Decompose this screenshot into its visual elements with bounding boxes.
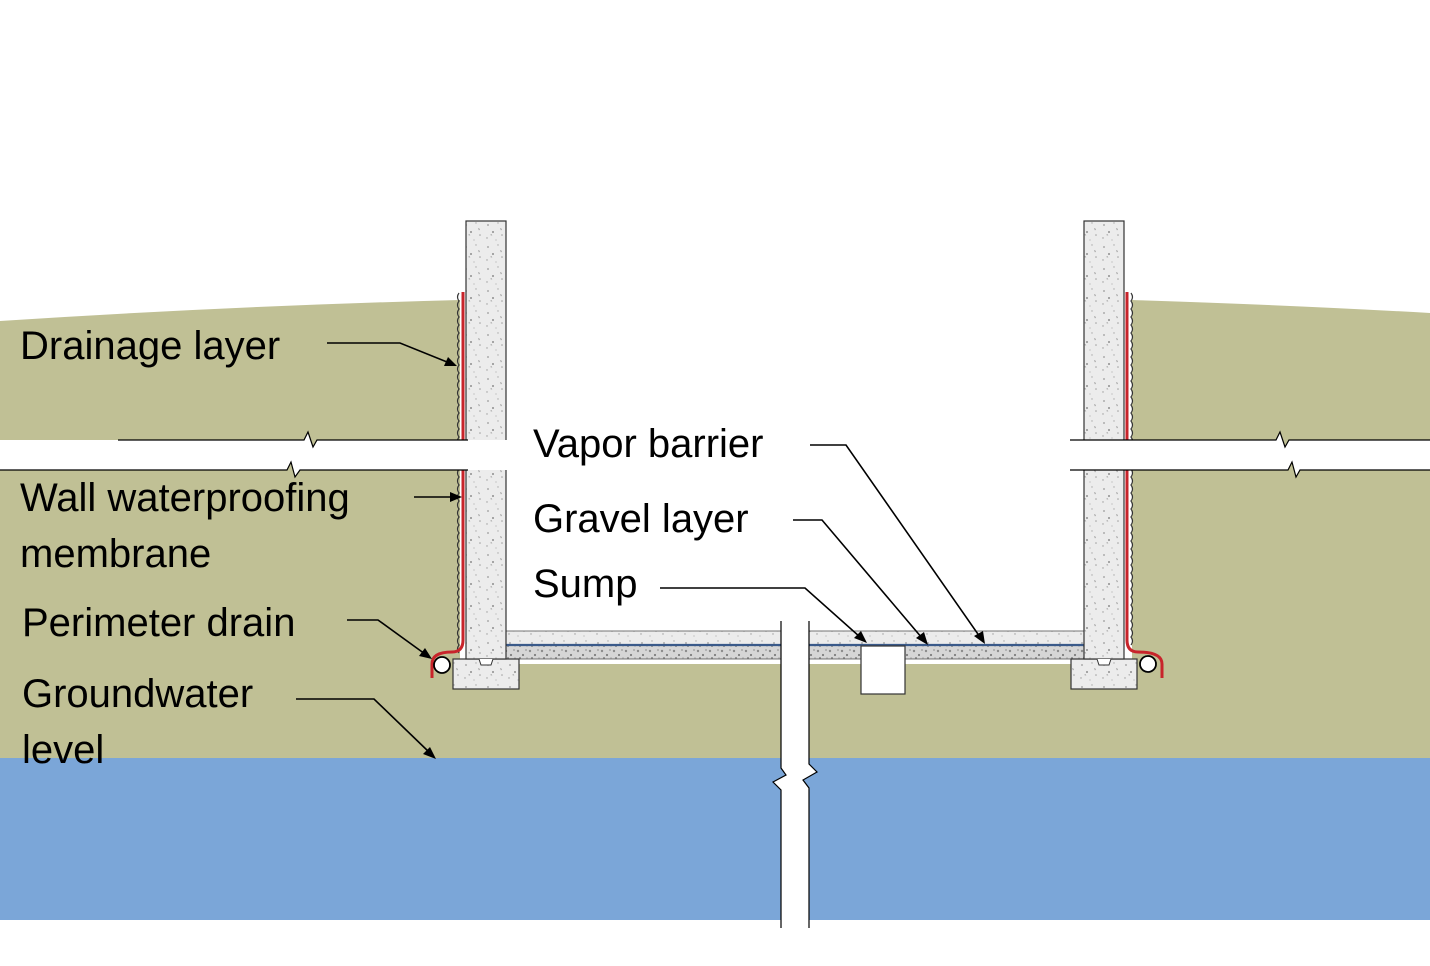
- leader-perimeter-drain: [347, 619, 432, 659]
- label-sump: Sump: [533, 562, 638, 606]
- sump-pit: [860, 645, 906, 695]
- vertical-break-band: [773, 621, 817, 928]
- left-waterproofing-membrane: [430, 292, 465, 678]
- label-vapor-barrier: Vapor barrier: [533, 422, 763, 466]
- right-break-band: [1070, 432, 1430, 477]
- right-break-line-top: [1070, 430, 1430, 449]
- label-groundwater-line1: Groundwater: [22, 672, 253, 716]
- vertical-break-line-right: [802, 621, 818, 928]
- right-waterproofing-membrane: [1125, 292, 1164, 678]
- vertical-break-line-left: [772, 621, 787, 928]
- right-wall-keyway: [1096, 658, 1112, 666]
- leader-gravel-layer: [793, 519, 928, 645]
- label-groundwater-line2: level: [22, 728, 104, 772]
- soil: [0, 300, 1430, 760]
- left-break-line-top: [118, 430, 468, 449]
- left-break-band: [0, 432, 520, 477]
- leader-drainage-layer: [327, 342, 457, 366]
- label-perimeter-drain: Perimeter drain: [22, 601, 295, 645]
- leader-groundwater-level: [296, 698, 436, 759]
- label-drainage-layer: Drainage layer: [20, 324, 280, 368]
- right-perimeter-drain-pipe: [1139, 655, 1157, 673]
- left-drainage-layer: [456, 292, 460, 654]
- right-break-line-bottom: [1070, 460, 1430, 479]
- leader-vapor-barrier: [810, 444, 985, 644]
- label-gravel-layer: Gravel layer: [533, 497, 749, 541]
- left-break-line-bottom: [0, 460, 468, 479]
- left-wall-keyway: [478, 658, 494, 666]
- leader-wall-waterproofing: [414, 492, 462, 502]
- label-wall-waterproofing-line2: membrane: [20, 532, 211, 576]
- groundwater-zone: [0, 758, 1430, 920]
- label-wall-waterproofing-line1: Wall waterproofing: [20, 476, 350, 520]
- left-perimeter-drain-pipe: [433, 656, 451, 674]
- leader-sump: [660, 587, 867, 643]
